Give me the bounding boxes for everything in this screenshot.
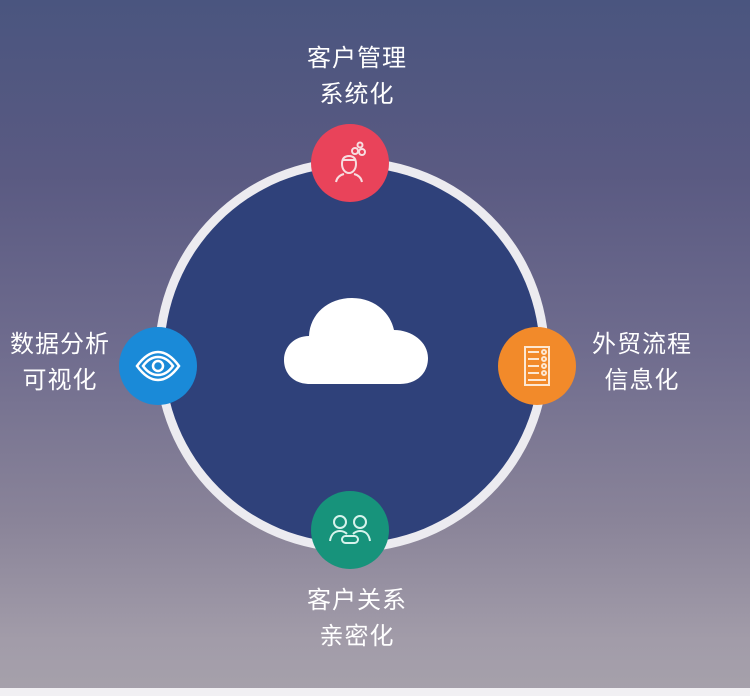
customer-management-icon <box>335 141 366 183</box>
label-line2: 信息化 <box>604 366 680 394</box>
label-line1: 数据分析 <box>10 330 110 358</box>
document-list-icon <box>524 346 550 386</box>
badge-customer-relationship <box>311 491 389 569</box>
label-trade-process: 外贸流程 信息化 <box>582 326 702 398</box>
label-line1: 客户关系 <box>307 586 407 614</box>
cloud-icon <box>284 298 428 384</box>
badge-data-analysis <box>119 327 197 405</box>
label-customer-management: 客户管理 系统化 <box>292 40 422 112</box>
label-customer-relationship: 客户关系 亲密化 <box>292 582 422 654</box>
bottom-edge <box>0 688 750 696</box>
label-line2: 系统化 <box>319 80 395 108</box>
label-line2: 可视化 <box>22 366 98 394</box>
label-data-analysis: 数据分析 可视化 <box>0 326 120 398</box>
customer-relationship-icon <box>329 515 371 544</box>
label-line1: 客户管理 <box>307 44 407 72</box>
label-line2: 亲密化 <box>319 622 395 650</box>
label-line1: 外贸流程 <box>592 330 692 358</box>
eye-icon <box>135 350 181 382</box>
badge-customer-management <box>311 124 389 202</box>
badge-trade-process <box>498 327 576 405</box>
